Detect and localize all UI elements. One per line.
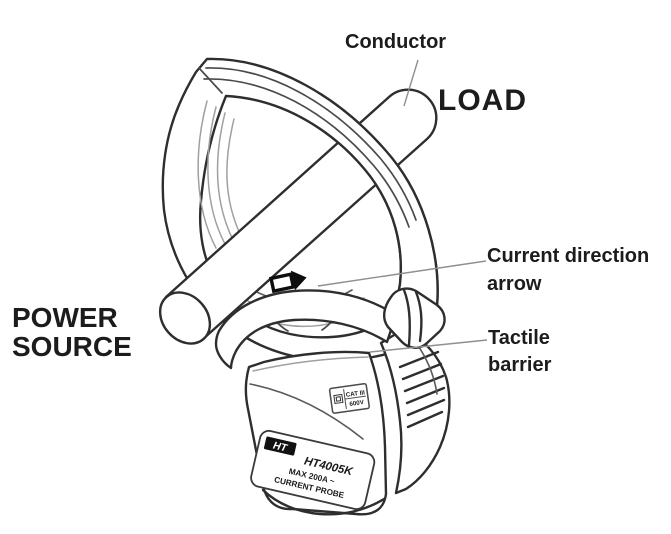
product-label-panel: HT HT4005K MAX 200A ~ CURRENT PROBE [250, 429, 376, 511]
safety-category-text: CAT III [345, 389, 365, 399]
clamp-jaw-edge-lines [198, 67, 417, 228]
brand-logo-text: HT [272, 440, 290, 455]
safety-rating-label: CAT III 600V [328, 382, 370, 414]
load-label: LOAD [438, 84, 527, 117]
leader-line-current-direction [317, 260, 487, 287]
leader-line-tactile-barrier [369, 339, 488, 353]
thumb-lever-stripes [402, 288, 423, 347]
thumb-release-lever [383, 287, 446, 349]
leader-line-conductor [403, 59, 419, 107]
tactile-barrier [214, 289, 398, 370]
current-direction-arrow-label: Current direction arrow [487, 245, 650, 295]
probe-body-top-edge [252, 356, 369, 372]
jaw-tip-seam [198, 67, 223, 94]
brand-logo [263, 436, 297, 456]
power-source-label: POWER SOURCE [12, 302, 132, 362]
probe-body-base [261, 488, 386, 516]
trigger-grip-ridges [398, 350, 446, 429]
conductor-label: Conductor [345, 31, 447, 53]
safety-voltage-text: 600V [349, 399, 365, 408]
current-direction-arrow-icon [269, 270, 307, 294]
tactile-barrier-label: Tactile barrier [488, 327, 552, 376]
probe-body-seam [249, 383, 364, 440]
conductor-end-cap [158, 291, 212, 345]
double-insulation-icon [333, 393, 344, 405]
